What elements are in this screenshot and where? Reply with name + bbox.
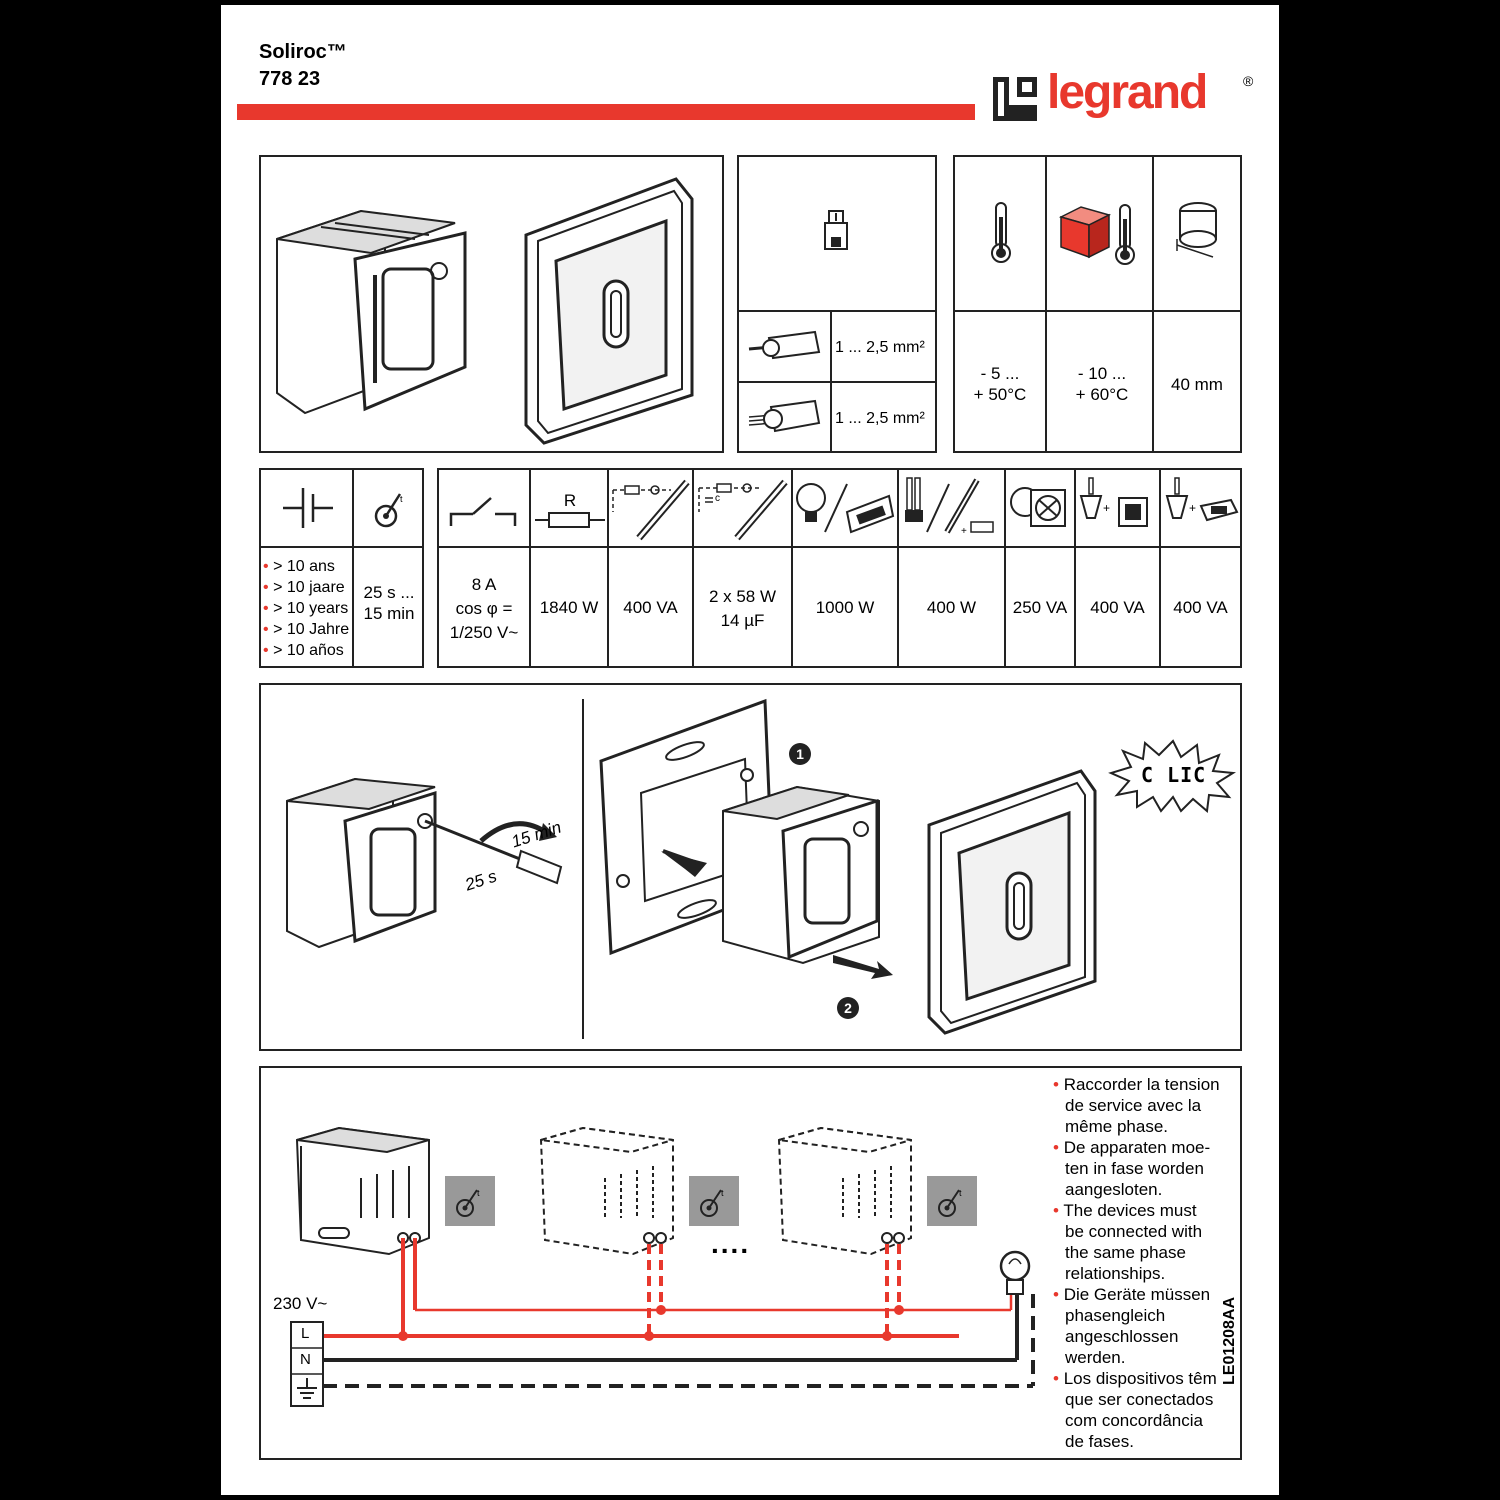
svg-text:t: t bbox=[959, 1188, 962, 1198]
load-value-resistive: 1840 W bbox=[539, 598, 599, 617]
storage-temp-line1: - 10 ... bbox=[1077, 364, 1127, 383]
product-ref: 778 23 bbox=[259, 68, 321, 90]
step1-number: 1 bbox=[796, 746, 804, 762]
note-en: • The devices must be connected with the… bbox=[1053, 1201, 1203, 1283]
fan-motor-icon bbox=[1010, 487, 1066, 527]
rating-line2: cos φ = bbox=[455, 599, 513, 618]
module-insert-illustration bbox=[722, 785, 880, 965]
load-value-motor: 250 VA bbox=[1012, 598, 1068, 617]
incandescent-halogen-icon bbox=[796, 483, 895, 534]
fluorescent-tube-icon bbox=[612, 479, 690, 541]
timer-badge-third: t bbox=[927, 1176, 977, 1226]
timer-badge-second: t bbox=[689, 1176, 739, 1226]
svg-text:+: + bbox=[961, 526, 967, 537]
flush-box-depth-icon bbox=[1176, 202, 1217, 258]
neutral-label: N bbox=[300, 1351, 311, 1368]
product-view-box bbox=[259, 155, 724, 453]
registered-mark: ® bbox=[1243, 73, 1254, 89]
load-value-cfl: 400 W bbox=[926, 598, 977, 617]
load-value-compensated-line2: 14 µF bbox=[720, 611, 765, 630]
step2-badge: 2 bbox=[837, 997, 859, 1019]
document-code: LE01208AA bbox=[1221, 1296, 1238, 1385]
lifetime-item: • > 10 years bbox=[263, 600, 349, 617]
storage-box-thermometer-icon bbox=[1058, 204, 1135, 265]
timer-dial-icon: t bbox=[700, 1188, 724, 1217]
instruction-sheet: Soliroc™ 778 23 legrand ® bbox=[221, 5, 1279, 1495]
delay-line1: 25 s ... bbox=[363, 583, 415, 602]
compensated-fluorescent-icon bbox=[698, 479, 788, 541]
legrand-logo: legrand ® bbox=[993, 66, 1263, 135]
timer-dial-icon: t bbox=[938, 1188, 962, 1217]
storage-temp-line2: + 60°C bbox=[1075, 385, 1129, 404]
clic-label: C LIC bbox=[1141, 763, 1207, 787]
lifetime-item: • > 10 ans bbox=[263, 558, 335, 575]
load-value-fluorescent: 400 VA bbox=[623, 598, 678, 617]
step1-badge: 1 bbox=[789, 743, 811, 765]
load-value-compensated-line1: 2 x 58 W bbox=[708, 587, 777, 606]
note-de: • Die Geräte müssen phasengleich angesch… bbox=[1053, 1285, 1211, 1367]
lifetime-item: • > 10 años bbox=[263, 642, 344, 659]
lifetime-list: • > 10 ans • > 10 jaare • > 10 years • >… bbox=[263, 556, 349, 661]
svg-text:t: t bbox=[477, 1188, 480, 1198]
legrand-logo-mark bbox=[993, 77, 1037, 121]
resistor-label: R bbox=[563, 491, 577, 510]
load-value-incandescent: 1000 W bbox=[815, 598, 875, 617]
elv-halogen-electronic-icon: + bbox=[1165, 477, 1239, 522]
phase-notes: • Raccorder la tension de service avec l… bbox=[1053, 1074, 1220, 1452]
flexible-wire-icon bbox=[748, 399, 821, 433]
rating-line1: 8 A bbox=[471, 575, 497, 594]
note-pt: • Los dispositivos têm que ser conectado… bbox=[1053, 1369, 1217, 1451]
insert-arrow-icon bbox=[833, 955, 893, 979]
continuation-dots: .... bbox=[711, 1228, 751, 1259]
wiring-box: t t t .... 230 V~ L N • Raccorde bbox=[259, 1066, 1242, 1460]
resistive-load-icon bbox=[535, 512, 605, 528]
delay-line2: 15 min bbox=[363, 604, 415, 623]
svg-text:t: t bbox=[721, 1188, 724, 1198]
timer-adjustment-illustration bbox=[286, 777, 563, 949]
note-fr: • Raccorder la tension de service avec l… bbox=[1053, 1075, 1220, 1136]
environment-box: - 5 ... + 50°C - 10 ... + 60°C 40 mm bbox=[953, 155, 1242, 453]
module-illustration bbox=[276, 209, 467, 415]
loads-box: R c bbox=[437, 468, 1242, 668]
product-name: Soliroc™ bbox=[259, 41, 347, 63]
brand-text: legrand bbox=[1047, 66, 1208, 119]
terminal-screw-icon bbox=[824, 210, 848, 250]
rigid-wire-icon bbox=[748, 330, 821, 360]
operating-temp-line1: - 5 ... bbox=[980, 364, 1020, 383]
supply-voltage: 230 V~ bbox=[273, 1294, 328, 1313]
thermometer-icon bbox=[991, 202, 1011, 263]
box-depth-value: 40 mm bbox=[1171, 375, 1223, 394]
installation-box: 15 min 25 s 1 2 bbox=[259, 683, 1242, 1051]
phase-label: L bbox=[301, 1325, 310, 1342]
clic-burst-icon bbox=[1108, 739, 1237, 813]
load-value-elv-transformer: 400 VA bbox=[1090, 598, 1145, 617]
relay-contact-icon bbox=[449, 497, 517, 526]
timer-dial-icon: t bbox=[374, 493, 403, 528]
svg-text:t: t bbox=[400, 494, 403, 504]
load-value-elv-electronic: 400 VA bbox=[1173, 598, 1228, 617]
elv-halogen-transformer-icon: + bbox=[1079, 477, 1148, 527]
wiring-diagram bbox=[290, 1126, 1035, 1407]
rigid-wire-spec: 1 ... 2,5 mm² bbox=[835, 339, 925, 356]
cover-clip-illustration bbox=[927, 769, 1097, 1035]
header-red-bar bbox=[237, 104, 975, 120]
lifetime-item: • > 10 Jahre bbox=[263, 621, 350, 638]
wiring-spec-box: 1 ... 2,5 mm² 1 ... 2,5 mm² bbox=[737, 155, 937, 453]
svg-text:+: + bbox=[1103, 501, 1110, 515]
capacitor-label: c bbox=[715, 493, 720, 504]
svg-text:+: + bbox=[1189, 501, 1196, 515]
note-nl: • De apparaten moe- ten in fase worden a… bbox=[1053, 1138, 1211, 1199]
step2-number: 2 bbox=[844, 1000, 852, 1016]
timer-badge-main: t bbox=[445, 1176, 495, 1226]
lifetime-box: t • > 10 ans • > 10 jaare • > 10 years •… bbox=[259, 468, 424, 668]
lifetime-item: • > 10 jaare bbox=[263, 579, 345, 596]
cover-plate-illustration bbox=[524, 177, 694, 445]
contact-life-icon bbox=[283, 488, 333, 528]
flexible-wire-spec: 1 ... 2,5 mm² bbox=[835, 410, 925, 427]
timer-dial-icon: t bbox=[456, 1188, 480, 1217]
compact-fluorescent-icon: + bbox=[905, 477, 994, 537]
operating-temp-line2: + 50°C bbox=[973, 385, 1027, 404]
rating-line3: 1/250 V~ bbox=[449, 623, 519, 642]
